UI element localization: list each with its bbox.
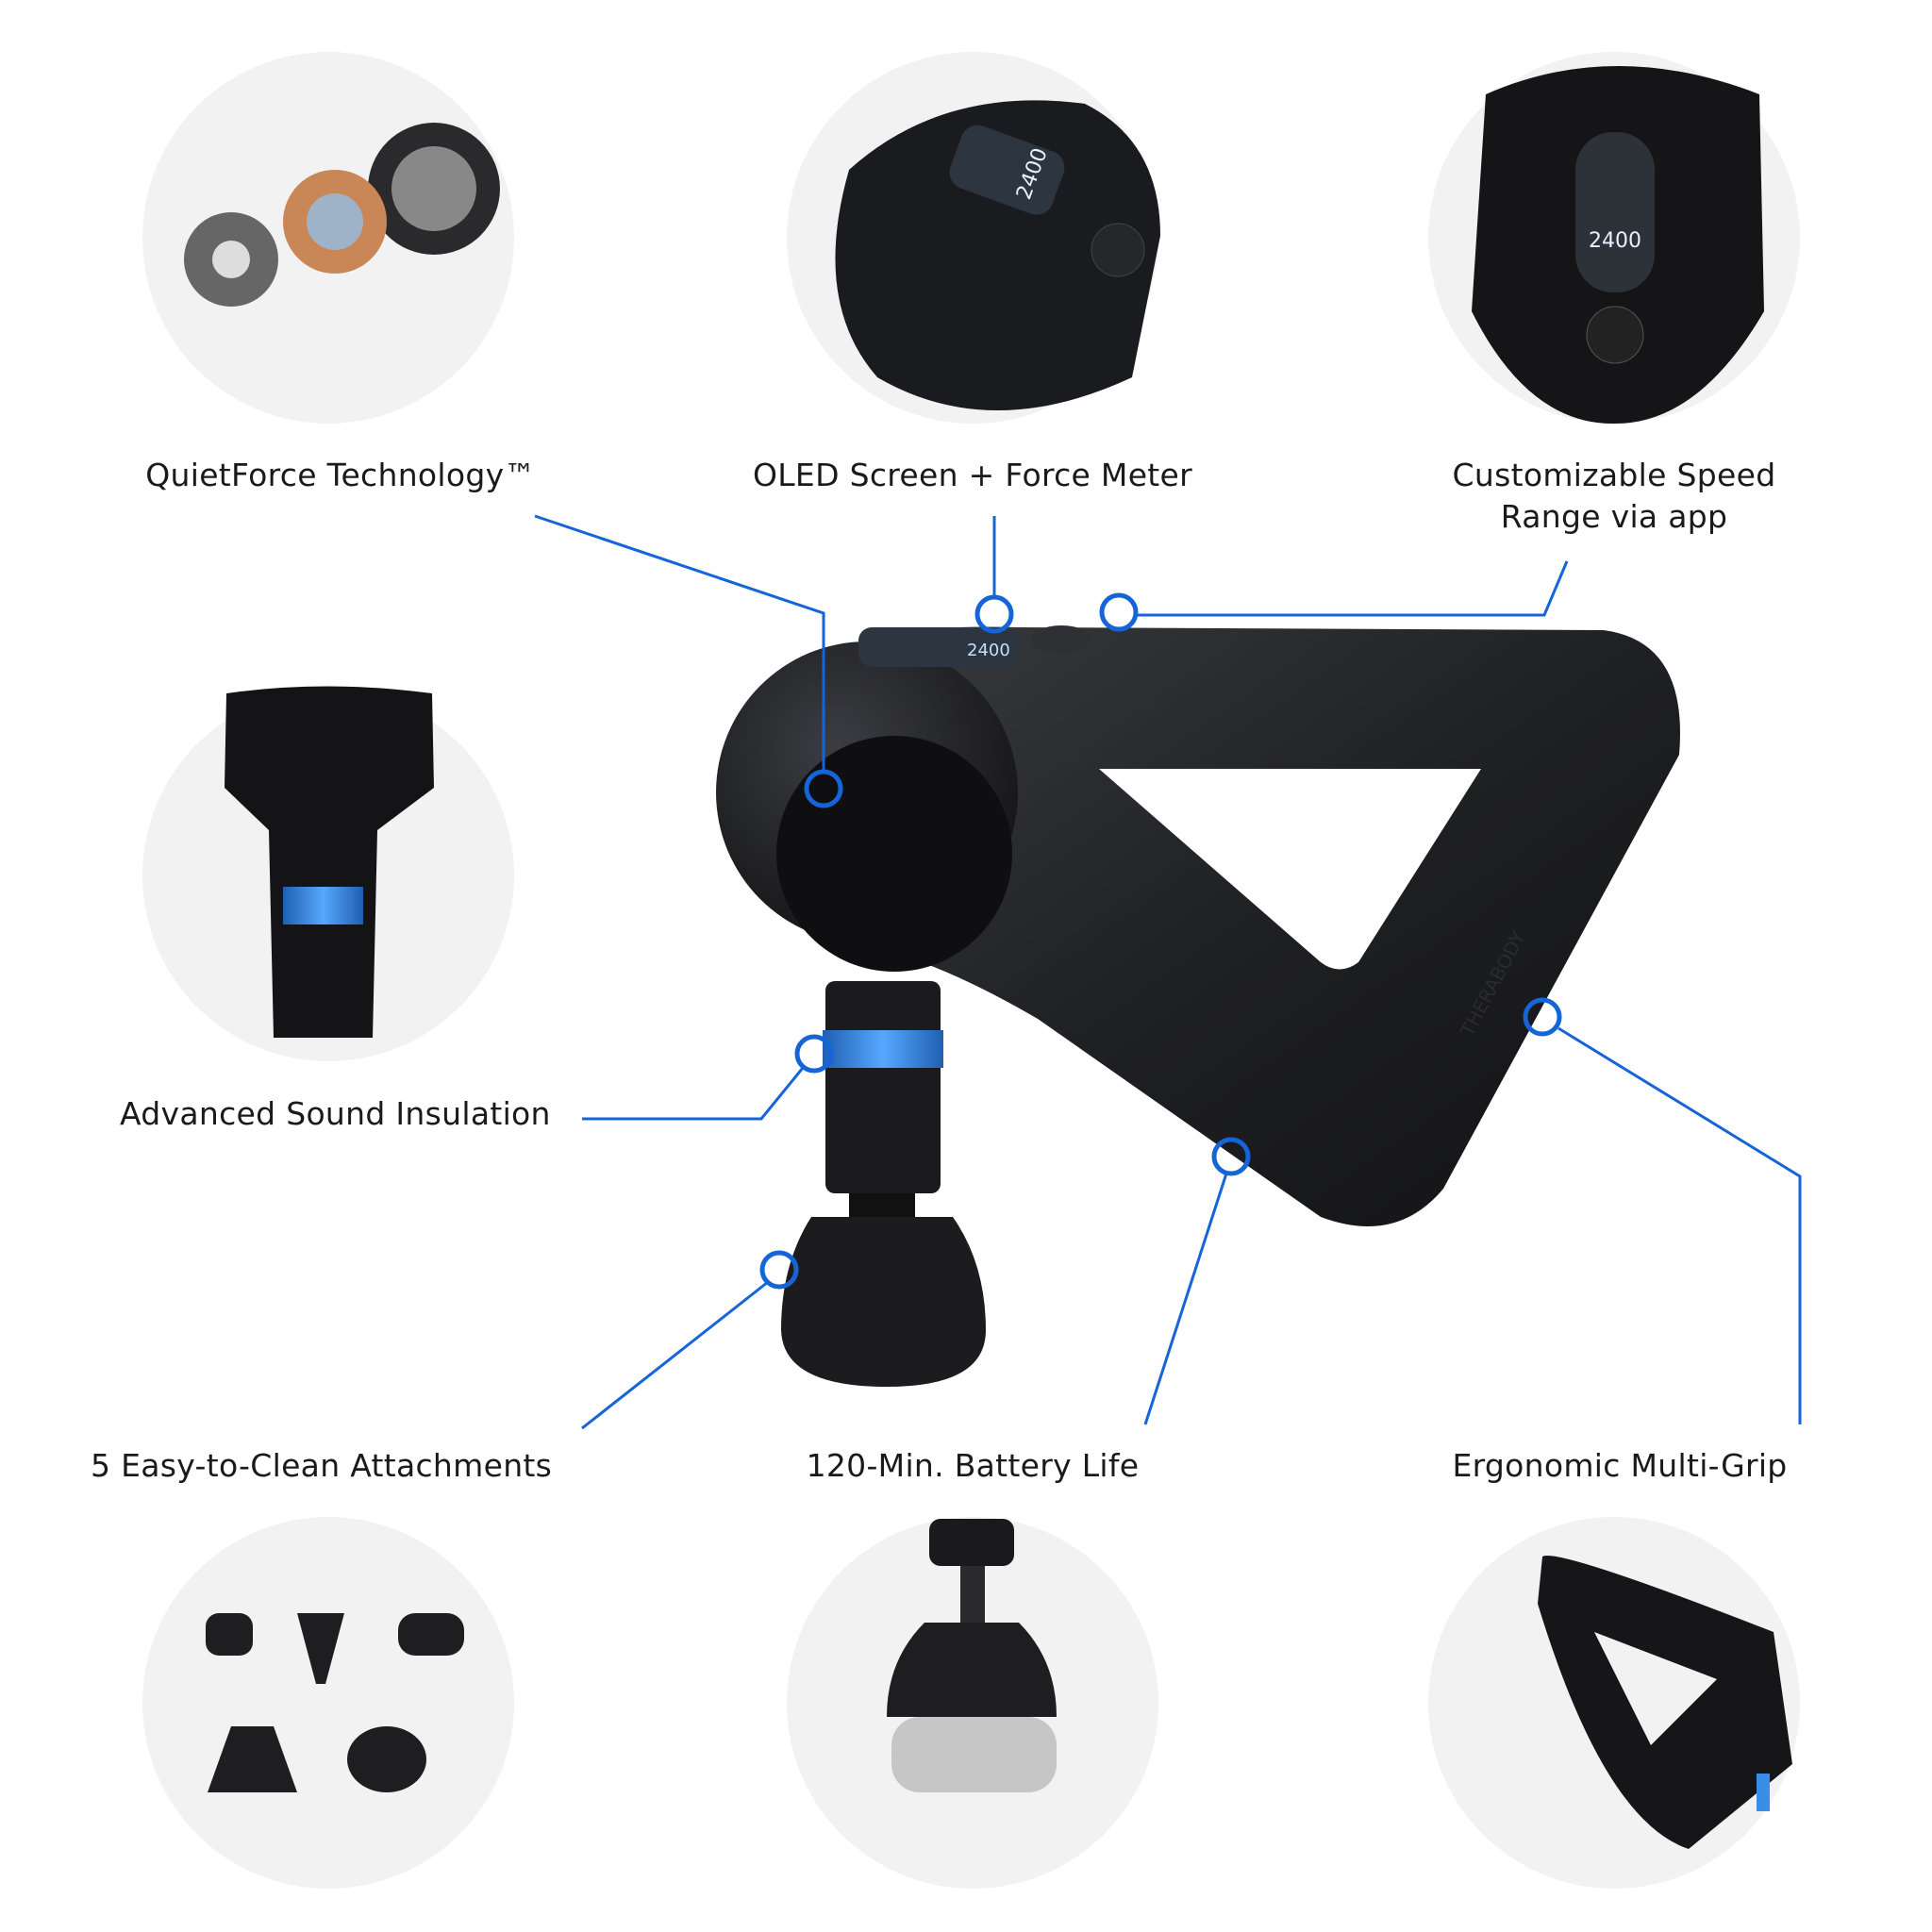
detail-circle-speed: 2400 bbox=[1428, 52, 1800, 425]
label-insulation: Advanced Sound Insulation bbox=[120, 1095, 551, 1132]
label-attachments: 5 Easy-to-Clean Attachments bbox=[91, 1447, 553, 1484]
detail-circle-battery bbox=[787, 1517, 1158, 1889]
detail-circle-insulation bbox=[142, 686, 514, 1061]
detail-circle-grip bbox=[1428, 1517, 1800, 1889]
label-oled: OLED Screen + Force Meter bbox=[752, 457, 1193, 493]
massage-gun: 2400 THERABODY bbox=[716, 625, 1680, 1387]
label-battery: 120-Min. Battery Life bbox=[806, 1447, 1140, 1484]
callout-attachments bbox=[581, 1280, 769, 1430]
detail-circle-motor bbox=[142, 52, 514, 424]
label-quietforce: QuietForce Technology™ bbox=[145, 457, 536, 493]
callout-insulation bbox=[582, 1067, 805, 1121]
callout-battery bbox=[1143, 1173, 1228, 1425]
label-grip: Ergonomic Multi-Grip bbox=[1452, 1447, 1788, 1484]
label-speed-line2: Range via app bbox=[1500, 498, 1728, 535]
label-speed-line1: Customizable Speed bbox=[1452, 457, 1776, 493]
detail-circle-oled: 2400 bbox=[787, 52, 1160, 424]
callout-speed bbox=[1136, 560, 1569, 617]
detail-circle-attachments bbox=[142, 1517, 514, 1889]
callout-grip bbox=[1557, 1026, 1802, 1424]
speed-readout: 2400 bbox=[1589, 229, 1641, 253]
device-readout: 2400 bbox=[967, 641, 1010, 660]
callout-lines bbox=[534, 514, 1802, 1430]
callout-quietforce bbox=[534, 514, 825, 772]
